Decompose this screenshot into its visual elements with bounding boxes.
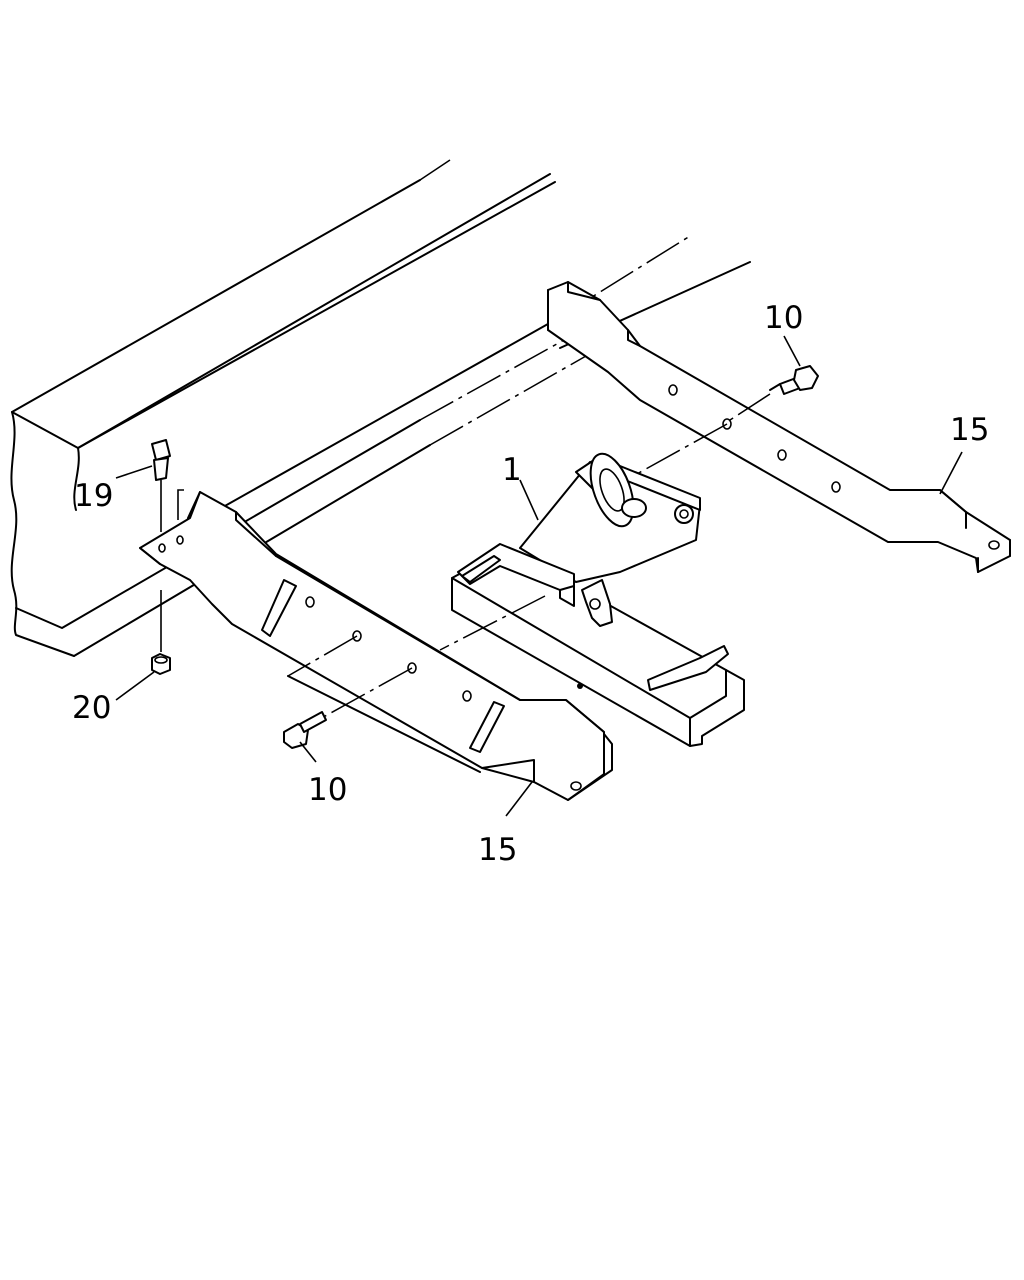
callout-10-top: 10 — [764, 300, 803, 336]
callout-19: 19 — [74, 478, 113, 514]
leader-lines — [115, 335, 963, 817]
crossmember-left — [139, 491, 613, 801]
bracket-assembly — [457, 452, 701, 627]
frame-rail-left — [10, 159, 751, 657]
callout-20: 20 — [72, 690, 111, 726]
bolt-icon — [769, 365, 819, 395]
callout-15-right: 15 — [950, 412, 989, 448]
callout-1: 1 — [502, 452, 522, 488]
nut-icon — [151, 653, 171, 675]
bolt-bottom-icon — [283, 711, 327, 749]
callout-10-bottom: 10 — [308, 772, 347, 808]
bolt-19-icon — [151, 439, 184, 652]
crossmember-right — [547, 281, 1011, 573]
callout-15-bottom: 15 — [478, 832, 517, 868]
